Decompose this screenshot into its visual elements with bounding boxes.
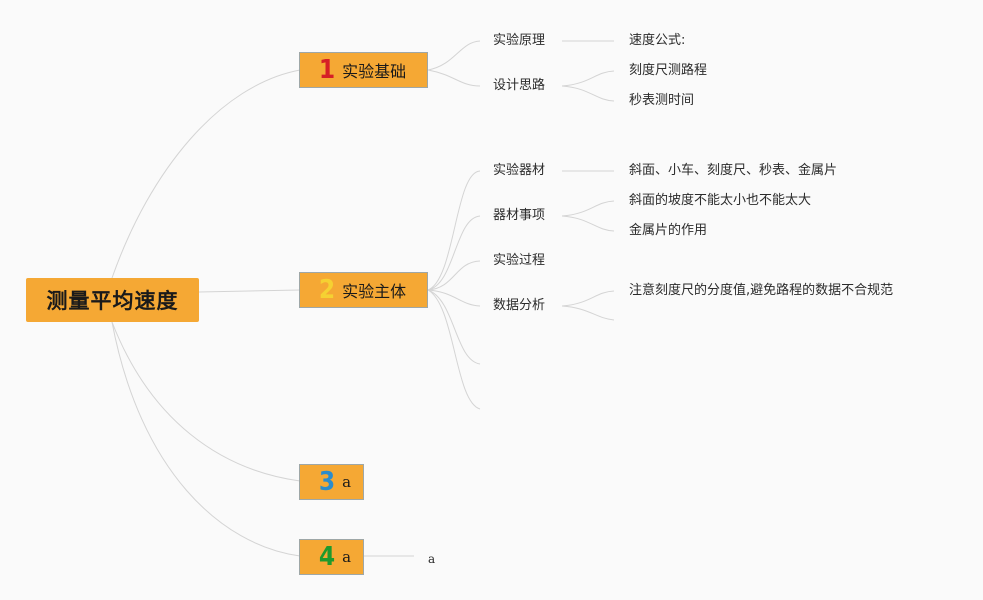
- topic-design[interactable]: 设计思路: [493, 78, 546, 93]
- link-analysis-empty: [561, 305, 615, 321]
- link-b2-equipment: [427, 170, 481, 291]
- leaf-stopwatch-time[interactable]: 秒表测时间: [629, 93, 695, 108]
- leaf-analysis-note[interactable]: 注意刻度尺的分度值,避免路程的数据不合规范: [629, 283, 894, 298]
- link-b2-process: [427, 260, 481, 291]
- link-notes-leaf1: [561, 200, 615, 217]
- link-b1-principle: [427, 40, 481, 71]
- link-root-b2: [198, 289, 301, 293]
- link-design-leaf2: [561, 85, 615, 102]
- link-root-b3: [111, 321, 301, 482]
- topic-equipment-notes[interactable]: 器材事项: [493, 208, 546, 223]
- link-b2-notes: [427, 215, 481, 291]
- topic-equipment[interactable]: 实验器材: [493, 163, 546, 178]
- branch-1-number: 1: [318, 55, 336, 85]
- link-b2-analysis: [427, 289, 481, 307]
- branch-3-label: a: [342, 473, 352, 491]
- topic-data-analysis[interactable]: 数据分析: [493, 298, 546, 313]
- branch-4-topic[interactable]: 4 a: [299, 539, 364, 575]
- root-topic-label: 测量平均速度: [46, 289, 179, 313]
- branch-1-topic[interactable]: 1 实验基础: [299, 52, 428, 88]
- branch-4-number: 4: [318, 542, 336, 572]
- branch-2-number: 2: [318, 275, 336, 305]
- branch-4-label: a: [342, 548, 352, 566]
- leaf-equipment-list[interactable]: 斜面、小车、刻度尺、秒表、金属片: [629, 163, 838, 178]
- link-root-b1: [111, 69, 301, 279]
- link-b2-empty1: [427, 289, 481, 365]
- branch-2-label: 实验主体: [342, 282, 407, 301]
- link-b1-design: [427, 69, 481, 87]
- link-notes-leaf2: [561, 215, 615, 232]
- link-root-b4: [111, 321, 301, 557]
- branch-3-number: 3: [318, 467, 336, 497]
- link-b2-empty2: [427, 289, 481, 410]
- leaf-slope-note[interactable]: 斜面的坡度不能太小也不能太大: [629, 193, 812, 208]
- topic-process[interactable]: 实验过程: [493, 253, 546, 268]
- leaf-ruler-distance[interactable]: 刻度尺测路程: [629, 63, 708, 78]
- topic-b4-child[interactable]: a: [428, 552, 436, 566]
- root-topic[interactable]: 测量平均速度: [26, 278, 199, 322]
- link-analysis-leaf: [561, 290, 615, 307]
- link-design-leaf1: [561, 70, 615, 87]
- topic-principle[interactable]: 实验原理: [493, 33, 546, 48]
- branch-2-topic[interactable]: 2 实验主体: [299, 272, 428, 308]
- leaf-metal-sheet-note[interactable]: 金属片的作用: [629, 223, 708, 238]
- branch-1-label: 实验基础: [342, 62, 407, 81]
- branch-3-topic[interactable]: 3 a: [299, 464, 364, 500]
- leaf-speed-formula[interactable]: 速度公式:: [629, 33, 686, 48]
